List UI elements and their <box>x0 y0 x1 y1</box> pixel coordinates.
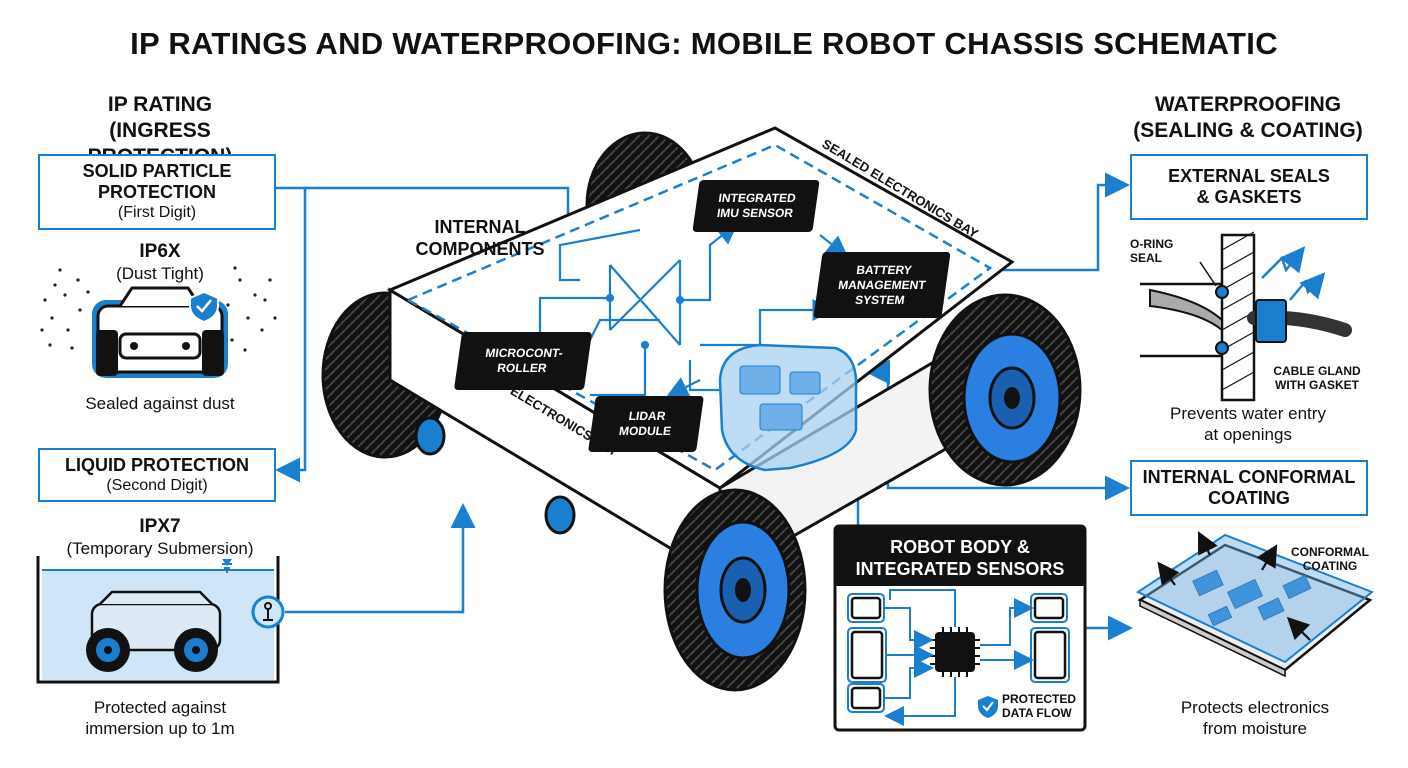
robot-body-title-line1: ROBOT BODY & <box>890 537 1030 557</box>
solid-particle-box: SOLID PARTICLE PROTECTION (First Digit) <box>38 154 276 230</box>
submersion-icon <box>251 595 285 629</box>
protected-data-flow-badge: PROTECTED DATA FLOW <box>1002 692 1082 720</box>
solid-sub: (First Digit) <box>117 204 197 221</box>
microcontroller-chip: MICROCONT- ROLLER <box>453 332 593 390</box>
imu-line1: INTEGRATED <box>717 191 797 205</box>
waterproofing-heading: WATERPROOFING (SEALING & COATING) <box>1128 92 1368 144</box>
waterproofing-heading-line1: WATERPROOFING <box>1154 93 1342 116</box>
seals-title-line2: & GASKETS <box>1196 187 1302 207</box>
bms-line2: MANAGEMENT <box>837 277 927 292</box>
badge-line2: DATA FLOW <box>1002 706 1072 720</box>
ip6x-desc: (Dust Tight) <box>116 264 204 283</box>
seals-caption-line2: at openings <box>1204 425 1292 444</box>
seal-cross-section <box>1140 231 1352 402</box>
ip-rating-heading: IP RATING (INGRESS PROTECTION) <box>40 92 280 170</box>
dust-cloud-left <box>40 268 90 350</box>
imu-sensor-chip: INTEGRATED IMU SENSOR <box>692 180 820 232</box>
bms-line1: BATTERY <box>855 262 913 277</box>
conformal-coating-box: INTERNAL CONFORMAL COATING <box>1130 460 1368 516</box>
conformal-pcb <box>1135 531 1374 678</box>
dust-cloud-right <box>226 266 277 352</box>
bms-line3: SYSTEM <box>854 292 906 307</box>
internal-components-label: INTERNAL COMPONENTS <box>400 216 560 260</box>
water-level-icon <box>222 559 232 566</box>
gland-line1: CABLE GLAND <box>1273 364 1361 378</box>
shield-check-icon <box>189 290 219 324</box>
coating-title-line2: COATING <box>1208 488 1290 508</box>
liquid-sub: (Second Digit) <box>106 476 208 494</box>
ipx7-code: IPX7 <box>139 516 181 537</box>
oring-line1: O-RING <box>1130 237 1174 251</box>
page-title: IP RATINGS AND WATERPROOFING: MOBILE ROB… <box>130 26 1278 61</box>
waterproofing-heading-line2: (SEALING & COATING) <box>1133 119 1363 142</box>
conformal-line1: CONFORMAL <box>1291 545 1369 559</box>
badge-line1: PROTECTED <box>1002 692 1077 706</box>
data-flow-diagram <box>833 524 1087 732</box>
seals-caption: Prevents water entry at openings <box>1130 403 1366 445</box>
coating-title-line1: INTERNAL CONFORMAL <box>1142 467 1356 487</box>
ip6x-code: IP6X <box>139 241 181 262</box>
internal-line1: INTERNAL <box>434 217 526 237</box>
mcu-line1: MICROCONT- <box>484 346 564 360</box>
lidar-module-chip: LIDAR MODULE <box>588 396 704 452</box>
mcu-line2: ROLLER <box>496 361 548 375</box>
coating-caption-line1: Protects electronics <box>1180 698 1330 717</box>
coating-caption-line2: from moisture <box>1203 719 1307 738</box>
robot-chassis <box>321 126 1082 692</box>
seals-title-line1: EXTERNAL SEALS <box>1168 166 1330 186</box>
solid-title-line1: SOLID PARTICLE <box>82 161 232 181</box>
robot-body-title-line2: INTEGRATED SENSORS <box>855 559 1065 579</box>
lidar-line1: LIDAR <box>627 409 667 423</box>
ipx7-caption: Protected against immersion up to 1m <box>40 697 280 739</box>
imu-line2: IMU SENSOR <box>716 206 794 220</box>
internal-line2: COMPONENTS <box>415 239 545 259</box>
battery-management-chip: BATTERY MANAGEMENT SYSTEM <box>813 252 951 318</box>
oring-label: O-RING SEAL <box>1130 237 1220 265</box>
ipx7-desc: (Temporary Submersion) <box>66 539 254 558</box>
coating-caption: Protects electronics from moisture <box>1140 697 1370 739</box>
conformal-coating-label: CONFORMAL COATING <box>1280 545 1380 573</box>
protected-shield-icon <box>978 696 998 718</box>
conformal-line2: COATING <box>1302 559 1358 573</box>
ipx7-caption-line2: immersion up to 1m <box>85 719 235 738</box>
liquid-title: LIQUID PROTECTION <box>65 454 249 475</box>
chip-icon <box>930 627 980 677</box>
ip-rating-heading-line1: IP RATING <box>107 93 213 116</box>
liquid-protection-box: LIQUID PROTECTION (Second Digit) <box>38 448 276 502</box>
oring-line2: SEAL <box>1130 251 1163 265</box>
submersion-tank <box>36 556 280 684</box>
ip6x-caption: Sealed against dust <box>85 394 235 413</box>
external-seals-box: EXTERNAL SEALS & GASKETS <box>1130 154 1368 220</box>
robot-body-title: ROBOT BODY & INTEGRATED SENSORS <box>835 536 1085 580</box>
lidar-line2: MODULE <box>618 424 672 438</box>
dust-robot-icon <box>92 286 228 378</box>
gland-line2: WITH GASKET <box>1275 378 1359 392</box>
ipx7-caption-line1: Protected against <box>93 698 227 717</box>
cable-gland-label: CABLE GLAND WITH GASKET <box>1262 364 1372 392</box>
seals-caption-line1: Prevents water entry <box>1170 404 1326 423</box>
solid-title-line2: PROTECTION <box>97 182 216 202</box>
